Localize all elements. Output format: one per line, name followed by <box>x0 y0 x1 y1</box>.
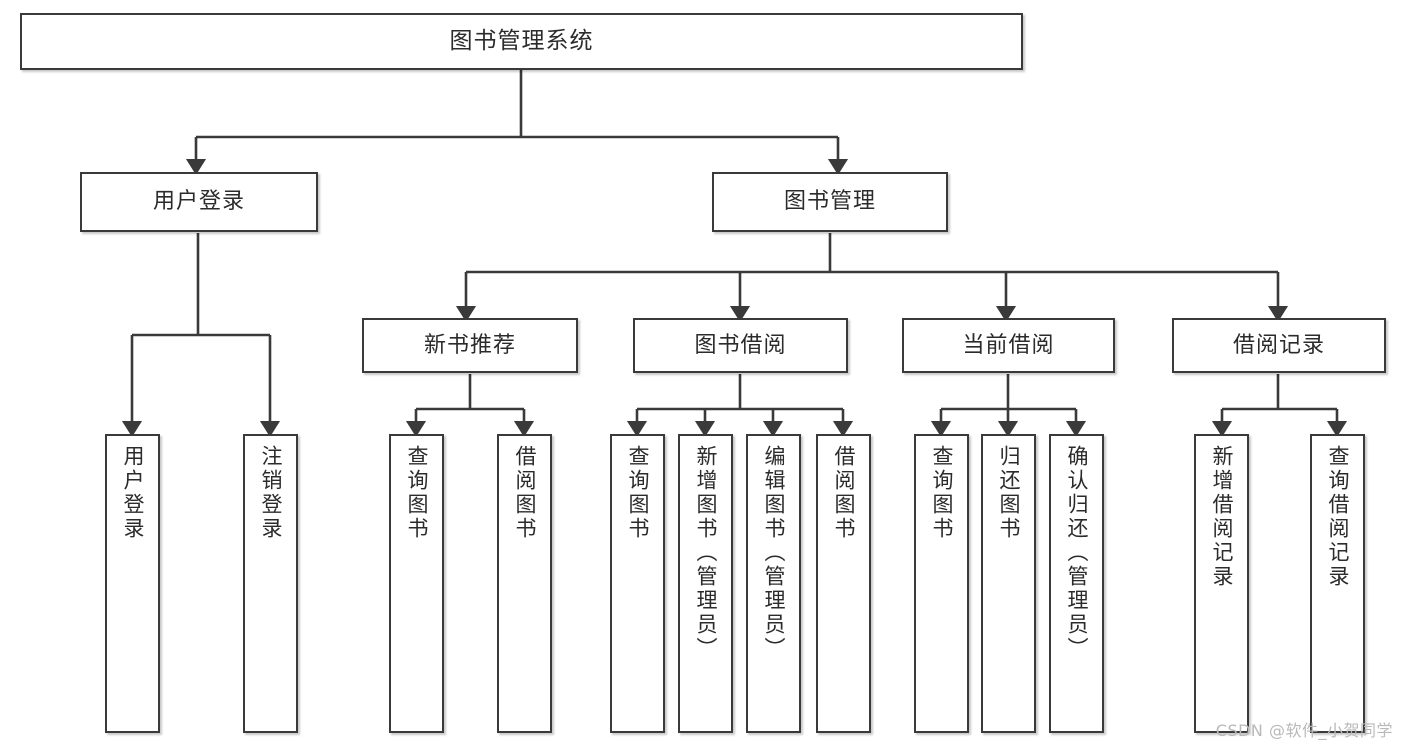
leaf-edit-book-admin[interactable]: 编辑图书（管理员） <box>746 434 801 733</box>
node-label: 图书借阅 <box>694 332 787 358</box>
leaf-borrow-book-borrow[interactable]: 借阅图书 <box>816 434 871 733</box>
leaf-query-borrow-record[interactable]: 查询借阅记录 <box>1310 434 1365 733</box>
node-label: 编辑图书（管理员） <box>762 445 786 661</box>
node-book-borrow[interactable]: 图书借阅 <box>633 318 848 373</box>
node-current-borrow[interactable]: 当前借阅 <box>902 318 1115 373</box>
node-label: 当前借阅 <box>962 332 1055 358</box>
leaf-query-book-recommend[interactable]: 查询图书 <box>389 434 444 733</box>
leaf-add-borrow-record[interactable]: 新增借阅记录 <box>1194 434 1249 733</box>
node-label: 借阅记录 <box>1232 332 1325 358</box>
node-label: 借阅图书 <box>513 445 537 541</box>
leaf-confirm-return-admin[interactable]: 确认归还（管理员） <box>1049 434 1104 733</box>
node-label: 借阅图书 <box>832 445 856 541</box>
node-label: 归还图书 <box>997 445 1021 541</box>
leaf-query-book-borrow[interactable]: 查询图书 <box>610 434 665 733</box>
node-label: 图书管理系统 <box>449 28 594 55</box>
node-label: 新书推荐 <box>423 332 516 358</box>
leaf-add-book-admin[interactable]: 新增图书（管理员） <box>678 434 733 733</box>
node-label: 用户登录 <box>152 189 245 215</box>
leaf-query-book-current[interactable]: 查询图书 <box>914 434 969 733</box>
node-label: 查询借阅记录 <box>1326 445 1350 589</box>
node-label: 新增图书（管理员） <box>694 445 718 661</box>
leaf-user-login[interactable]: 用户登录 <box>105 434 160 733</box>
node-root-book-management-system[interactable]: 图书管理系统 <box>20 13 1023 70</box>
node-label: 注销登录 <box>259 445 283 541</box>
node-user-login[interactable]: 用户登录 <box>80 172 318 232</box>
node-borrow-record[interactable]: 借阅记录 <box>1172 318 1386 373</box>
node-label: 用户登录 <box>121 445 145 541</box>
leaf-return-book[interactable]: 归还图书 <box>981 434 1036 733</box>
node-book-management[interactable]: 图书管理 <box>712 172 948 232</box>
node-label: 查询图书 <box>626 445 650 541</box>
node-label: 确认归还（管理员） <box>1065 445 1089 661</box>
node-label: 新增借阅记录 <box>1210 445 1234 589</box>
node-label: 查询图书 <box>930 445 954 541</box>
node-label: 图书管理 <box>783 189 876 215</box>
leaf-borrow-book-recommend[interactable]: 借阅图书 <box>497 434 552 733</box>
node-new-book-recommend[interactable]: 新书推荐 <box>362 318 578 373</box>
leaf-user-logout[interactable]: 注销登录 <box>243 434 298 733</box>
node-label: 查询图书 <box>405 445 429 541</box>
watermark-text: CSDN @软件_小贺同学 <box>1215 721 1393 740</box>
